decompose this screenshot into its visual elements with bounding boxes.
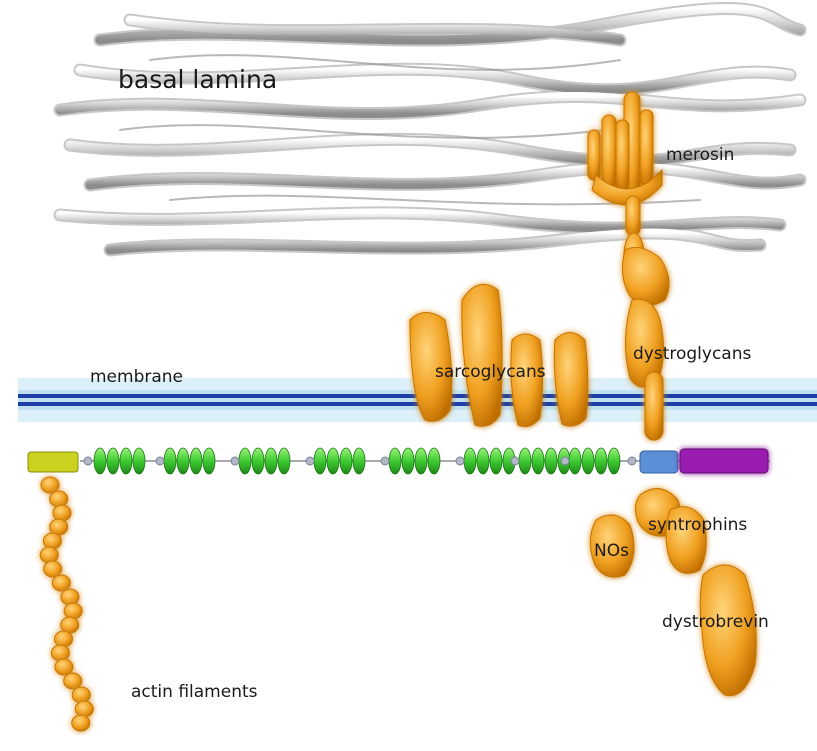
spectrin-repeat	[314, 448, 326, 474]
hinge-dot	[156, 457, 164, 465]
spectrin-repeat	[353, 448, 365, 474]
spectrin-repeat	[569, 448, 581, 474]
merosin	[588, 92, 662, 236]
label-syntrophins: syntrophins	[648, 515, 747, 535]
label-basal-lamina: basal lamina	[118, 65, 277, 94]
label-sarcoglycans: sarcoglycans	[435, 362, 546, 382]
actin-monomer	[72, 687, 90, 703]
c-terminal-domain	[680, 449, 768, 473]
spectrin-repeat	[120, 448, 132, 474]
actin-monomer	[61, 589, 79, 605]
label-nos: NOs	[594, 541, 629, 561]
spectrin-repeat	[415, 448, 427, 474]
label-dystrobrevin: dystrobrevin	[662, 612, 769, 632]
actin-binding-domain	[28, 452, 78, 472]
spectrin-repeat	[477, 448, 489, 474]
spectrin-repeat	[402, 448, 414, 474]
hinge-dot	[456, 457, 464, 465]
cysteine-rich-domain	[640, 451, 678, 473]
spectrin-repeat	[252, 448, 264, 474]
actin-monomer	[51, 645, 69, 661]
label-membrane: membrane	[90, 367, 183, 387]
spectrin-repeat	[428, 448, 440, 474]
spectrin-repeat	[107, 448, 119, 474]
sarcoglycans	[410, 284, 588, 426]
actin-monomer	[64, 603, 82, 619]
actin-monomer	[40, 547, 58, 563]
actin-monomer	[53, 505, 71, 521]
spectrin-repeat	[177, 448, 189, 474]
hinge-dot	[231, 457, 239, 465]
actin-monomer	[55, 659, 73, 675]
spectrin-repeat	[389, 448, 401, 474]
spectrin-repeat	[94, 448, 106, 474]
spectrin-repeat	[265, 448, 277, 474]
spectrin-repeat	[190, 448, 202, 474]
spectrin-repeat	[545, 448, 557, 474]
spectrin-repeat	[532, 448, 544, 474]
spectrin-repeat	[490, 448, 502, 474]
label-merosin: merosin	[666, 145, 734, 165]
actin-monomer	[43, 533, 61, 549]
hinge-dot	[511, 457, 519, 465]
spectrin-repeat	[239, 448, 251, 474]
spectrin-repeat	[608, 448, 620, 474]
spectrin-repeat	[340, 448, 352, 474]
actin-filaments	[40, 477, 93, 731]
basal-lamina-fibers	[60, 8, 800, 250]
hinge-dot	[561, 457, 569, 465]
label-dystroglycans: dystroglycans	[633, 344, 752, 364]
actin-monomer	[72, 715, 90, 731]
actin-monomer	[52, 575, 70, 591]
actin-monomer	[50, 491, 68, 507]
spectrin-repeat	[464, 448, 476, 474]
hinge-dot	[306, 457, 314, 465]
spectrin-repeat	[582, 448, 594, 474]
actin-monomer	[64, 673, 82, 689]
hinge-dot	[628, 457, 636, 465]
spectrin-repeat	[203, 448, 215, 474]
actin-monomer	[75, 701, 93, 717]
spectrin-repeat	[595, 448, 607, 474]
label-actin-filaments: actin filaments	[131, 682, 258, 702]
actin-monomer	[41, 477, 59, 493]
spectrin-repeat	[519, 448, 531, 474]
hinge-dot	[84, 457, 92, 465]
actin-monomer	[54, 631, 72, 647]
spectrin-repeat	[278, 448, 290, 474]
hinge-dot	[381, 457, 389, 465]
spectrin-repeat	[164, 448, 176, 474]
actin-monomer	[44, 561, 62, 577]
spectrin-repeat	[327, 448, 339, 474]
spectrin-repeat	[133, 448, 145, 474]
dystrophin-chain	[28, 448, 770, 474]
